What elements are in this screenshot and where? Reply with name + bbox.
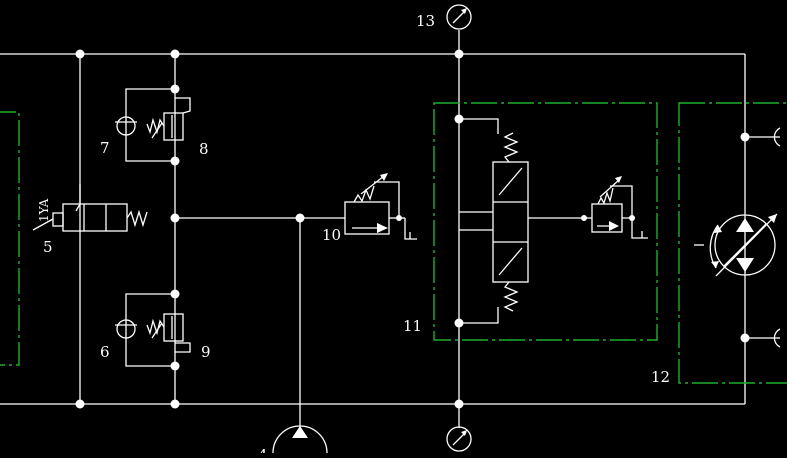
- check-valve-7: [115, 88, 175, 162]
- check-valve-6: [115, 293, 175, 367]
- label-6: 6: [100, 343, 110, 361]
- valve-11-group-boundary: [433, 102, 658, 341]
- solenoid-valve-5: 1YA 5: [32, 184, 148, 256]
- label-11: 11: [403, 317, 422, 335]
- relief-valve-9: [146, 313, 191, 353]
- label-13: 13: [416, 12, 435, 30]
- solenoid-tag: 1YA: [37, 198, 51, 222]
- reducing-valve-10: 10: [322, 173, 417, 244]
- pump-4: 4: [258, 425, 328, 458]
- left-group-boundary: [0, 111, 20, 366]
- label-9: 9: [201, 343, 211, 361]
- label-8: 8: [199, 140, 209, 158]
- pressure-gauge-13: 13: [416, 4, 472, 30]
- main-pipelines: [0, 30, 746, 430]
- label-12: 12: [651, 368, 670, 386]
- motor-12-group-boundary: [678, 102, 787, 384]
- junction-dots: [75, 49, 750, 409]
- relief-valve-8: [146, 97, 191, 141]
- label-7: 7: [100, 139, 110, 157]
- pilot-valve-11: 11: [403, 118, 648, 335]
- pressure-gauge-lower: [446, 426, 472, 452]
- variable-motor-12: 12: [651, 127, 781, 386]
- label-10: 10: [322, 226, 341, 244]
- label-4: 4: [258, 446, 268, 453]
- label-5: 5: [43, 238, 53, 256]
